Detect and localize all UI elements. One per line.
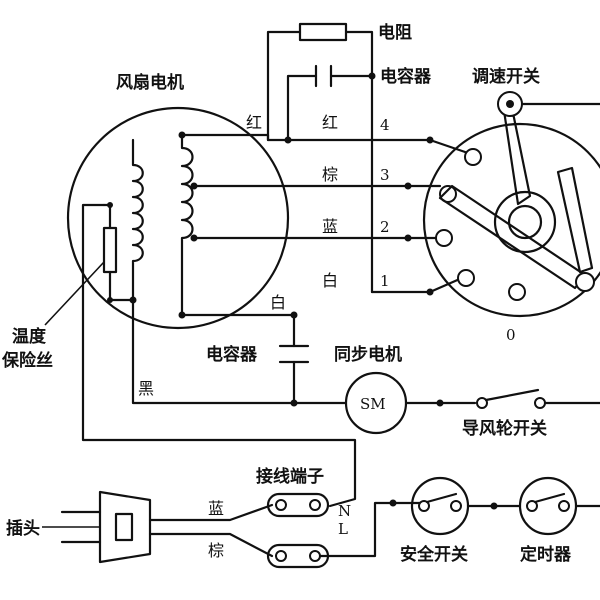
thermal-fuse-pointer: [44, 261, 105, 326]
terminal-label: 接线端子: [256, 466, 324, 487]
wire-red: [180, 133, 470, 155]
terminal-number-4: 4: [380, 116, 390, 134]
resistor: [298, 22, 348, 42]
power-section: [42, 203, 600, 569]
l-label: L: [338, 520, 348, 538]
terminal-1: [266, 492, 330, 518]
junction-dot: [290, 311, 298, 319]
wire-fuse-feed: [81, 203, 357, 508]
timer-contact: [526, 500, 538, 512]
terminal-number-3: 3: [380, 166, 390, 184]
thermal-fuse-wire: [102, 203, 112, 230]
contact-0: [508, 283, 526, 301]
terminal-number-1: 1: [380, 272, 390, 290]
junction-dot: [490, 502, 498, 510]
wire-l: [318, 501, 422, 558]
contact-4: [464, 148, 482, 166]
plug-blue-label: 蓝: [208, 499, 224, 518]
junction-dot: [426, 136, 434, 144]
safety-switch-contact: [450, 500, 462, 512]
plug-brown-label: 棕: [208, 541, 224, 560]
plug-body: [98, 490, 152, 564]
plug-cord-blue: [148, 503, 274, 522]
junction-dot: [290, 399, 298, 407]
capacitor-top-wire: [286, 74, 374, 142]
wire-black: [131, 298, 348, 405]
black-label: 黑: [138, 379, 154, 398]
timer-label: 定时器: [520, 544, 572, 565]
junction-dot: [404, 182, 412, 190]
capacitor-bottom-label: 电容器: [206, 344, 258, 365]
terminal-number-2: 2: [380, 218, 390, 236]
speed-switch-body: [422, 122, 600, 318]
junction-dot: [404, 234, 412, 242]
junction-dot: [426, 288, 434, 296]
wiper-arm: [501, 102, 532, 206]
n-label: N: [338, 502, 351, 520]
guide-switch-blade: [484, 388, 540, 402]
fan-motor-label: 风扇电机: [116, 72, 184, 93]
plug-socket: [114, 512, 134, 542]
guide-switch-contact: [534, 397, 546, 409]
motor-winding-left: [131, 138, 144, 302]
wire-white-low-label: 白: [270, 293, 286, 312]
wire-red-left-label: 红: [246, 113, 262, 132]
thermal-fuse: [102, 226, 118, 274]
speed-switch-hub: [493, 190, 557, 254]
thermal-fuse-wire-bottom: [108, 270, 135, 302]
junction-dot: [389, 499, 397, 507]
capacitor-top-label: 电容器: [380, 66, 432, 87]
lower-section: [131, 298, 600, 435]
wire-white-label: 白: [322, 271, 338, 290]
safety-switch-contact: [418, 500, 430, 512]
junction-dot: [436, 399, 444, 407]
junction-dot: [107, 202, 113, 208]
guide-switch-label: 导风轮开关: [462, 418, 547, 439]
terminal-screw: [275, 550, 287, 562]
terminal-screw: [309, 499, 321, 511]
wire-white-cap: [180, 313, 296, 348]
fan-motor-housing: [66, 106, 290, 330]
contact-1: [457, 269, 475, 287]
top-components: [266, 22, 376, 294]
terminal-screw: [275, 499, 287, 511]
junction-dot: [107, 297, 113, 303]
terminal-screw: [309, 550, 321, 562]
thermal-fuse-label-2: 保险丝: [1, 350, 53, 371]
contact-2: [435, 229, 453, 247]
contact-3: [439, 185, 457, 203]
speed-switch-hub-inner: [507, 204, 543, 240]
timer-blade: [533, 492, 566, 504]
wire-red-label: 红: [322, 113, 338, 132]
sm-label: SM: [360, 395, 386, 413]
fan-motor: [44, 106, 290, 330]
safety-switch-label: 安全开关: [400, 544, 468, 565]
speed-switch-label: 调速开关: [472, 66, 540, 87]
speed-switch: [422, 91, 600, 318]
timer-contact: [558, 500, 570, 512]
terminal-number-0: 0: [506, 326, 516, 344]
motor-winding-right: [180, 133, 194, 317]
thermal-fuse-label-1: 温度: [12, 326, 47, 347]
guide-switch-contact: [476, 397, 488, 409]
slider-track: [556, 166, 594, 274]
pivot-top-center: [506, 100, 514, 108]
safety-switch-blade: [425, 492, 458, 504]
labels: 风扇电机 电阻 电容器 调速开关 红 红 棕 蓝 白 4 3 2 1 0 白 温…: [1, 22, 572, 565]
slider-knob: [575, 272, 595, 292]
resistor-label: 电阻: [378, 22, 412, 43]
resistor-wire: [266, 30, 374, 142]
plug-label: 插头: [6, 518, 40, 539]
wire-blue-label: 蓝: [322, 217, 338, 236]
plug-cord-brown: [148, 532, 274, 558]
sync-motor-label: 同步电机: [334, 344, 402, 365]
wire-brown-label: 棕: [322, 165, 338, 184]
